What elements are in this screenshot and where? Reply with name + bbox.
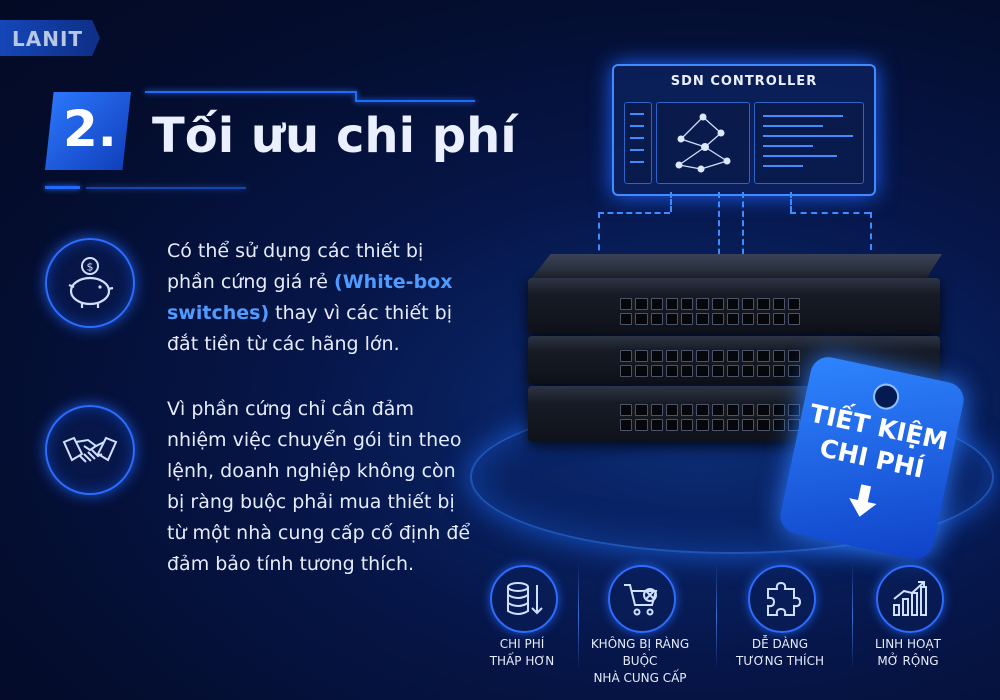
svg-text:$: $ [87,261,94,274]
connector-line [598,212,600,272]
network-switch-1 [528,278,940,334]
sdn-controller-panel: SDN CONTROLLER [612,64,876,196]
feature-4-icon-circle [876,565,944,633]
switch-ports [620,298,800,325]
cart-cancel-icon [624,584,658,616]
section-number: 2. [63,100,117,158]
connector-line [598,212,670,214]
connector-line [742,192,744,264]
title-underline [86,187,246,189]
title-underline [45,186,80,189]
decor-line [145,91,355,93]
puzzle-icon [767,581,802,616]
feature-1-icon-circle [490,565,558,633]
switch-ports [620,350,800,377]
switch-top-surface [530,254,942,280]
point-1-text-start: Có thể sử dụng các thiết bị phần cứng gi… [167,240,424,293]
feature-2-label: KHÔNG BỊ RÀNG BUỘC NHÀ CUNG CẤP [590,637,690,685]
feature-divider [578,562,579,670]
connector-line [870,212,872,282]
point-1-text: Có thể sử dụng các thiết bị phần cứng gi… [167,236,467,360]
point-2-text: Vì phần cứng chỉ cần đảm nhiệm việc chuy… [167,398,471,575]
handshake-icon-circle [45,405,135,495]
feature-divider [852,562,853,670]
piggy-bank-icon-circle: $ [45,238,135,328]
piggy-bank-icon: $ [68,257,114,308]
feature-4-label: LINH HOẠT MỞ RỘNG [874,637,942,668]
feature-3-label: DỄ DÀNG TƯƠNG THÍCH [736,637,824,668]
controller-side-panel [624,102,652,184]
brand-logo-text: LANIT [12,27,84,51]
sdn-controller-title: SDN CONTROLLER [670,74,818,89]
database-down-icon [507,582,543,615]
connector-line [670,192,672,212]
page-title: Tối ưu chi phí [152,108,517,164]
controller-topology-panel [656,102,750,184]
section-number-badge: 2. [45,92,131,170]
point-1-text-end: thay vì các thiết bị đắt tiền từ các hãn… [167,302,453,355]
decor-line [355,100,475,102]
connector-line [790,212,870,214]
point-1-highlight: (White-box switches) [167,271,453,324]
decor-line [355,91,357,101]
growth-chart-icon [893,581,927,616]
controller-log-panel [754,102,864,184]
feature-3-icon-circle [748,565,816,633]
tag-hole [870,381,902,413]
switch-ports [620,404,800,431]
connector-line [790,192,792,212]
feature-divider [716,562,717,670]
connector-line [718,192,720,264]
arrow-down-icon [849,484,877,517]
brand-logo: LANIT [0,20,100,56]
handshake-icon [62,436,118,463]
feature-1-label: CHI PHÍ THẤP HƠN [489,637,555,668]
feature-2-icon-circle [608,565,676,633]
network-topology-icon [675,113,731,173]
savings-tag: TIẾT KIỆM CHI PHÍ [776,353,968,563]
